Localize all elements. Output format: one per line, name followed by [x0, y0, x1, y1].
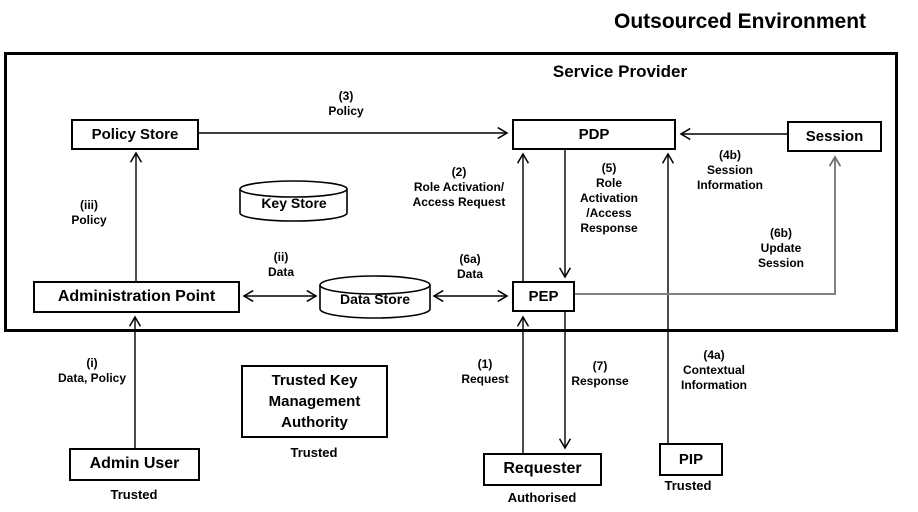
edge-label-3-policy: (3) Policy: [328, 89, 364, 118]
node-pep: PEP: [512, 281, 575, 312]
caption-tkma-trusted: Trusted: [290, 445, 338, 460]
data-store-label: Data Store: [339, 291, 411, 307]
node-pdp: PDP: [512, 119, 676, 150]
node-administration-point: Administration Point: [33, 281, 240, 313]
edge-label-2-role-activation-access-request: (2) Role Activation/ Access Request: [412, 165, 506, 209]
key-store-cylinder: [239, 180, 348, 222]
caption-pip-trusted: Trusted: [664, 478, 712, 493]
edge-label-1-request: (1) Request: [461, 357, 509, 386]
caption-requester-authorised: Authorised: [507, 490, 577, 505]
key-store-label: Key Store: [261, 195, 327, 211]
edge-label-7-response: (7) Response: [571, 359, 629, 388]
edge-label-6a-data: (6a) Data: [456, 252, 484, 281]
edge-label-ii-data: (ii) Data: [267, 250, 295, 279]
node-trusted-key-management-authority: Trusted Key Management Authority: [241, 365, 388, 438]
edge-label-iii-policy: (iii) Policy: [71, 198, 107, 227]
service-provider-boundary: [4, 52, 898, 332]
arrow-6b-update-session: [575, 155, 842, 295]
edge-label-4b-session-information: (4b) Session Information: [697, 148, 763, 192]
node-policy-store: Policy Store: [71, 119, 199, 150]
node-requester: Requester: [483, 453, 602, 486]
diagram-title: Outsourced Environment: [613, 10, 867, 33]
node-admin-user: Admin User: [69, 448, 200, 481]
edge-label-5-role-activation-access-response: (5) Role Activation /Access Response: [579, 161, 639, 235]
node-pip: PIP: [659, 443, 723, 476]
data-store-cylinder: [319, 275, 431, 319]
edge-label-6b-update-session: (6b) Update Session: [757, 226, 805, 270]
node-session: Session: [787, 121, 882, 152]
service-provider-label: Service Provider: [552, 62, 688, 81]
edge-label-i-data-policy: (i) Data, Policy: [57, 356, 127, 385]
caption-admin-user-trusted: Trusted: [110, 487, 158, 502]
edge-label-4a-contextual-information: (4a) Contextual Information: [681, 348, 747, 392]
